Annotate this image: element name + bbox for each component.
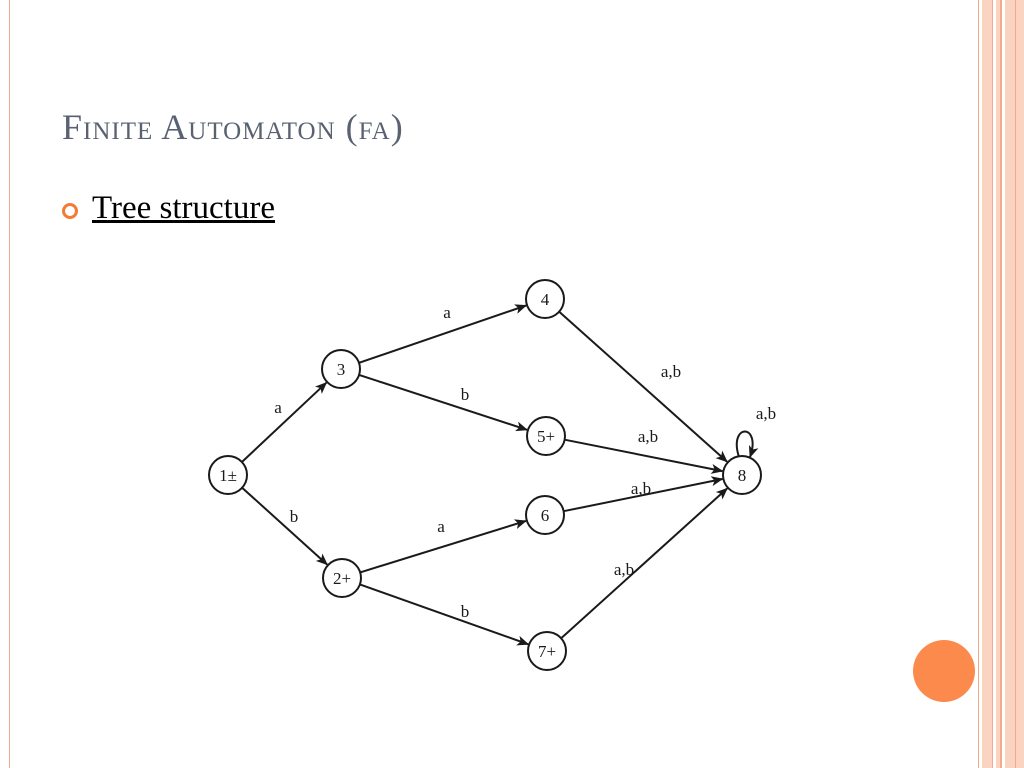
state-label: 7+: [538, 642, 556, 661]
transition-arrow: [358, 373, 528, 432]
left-border-line: [9, 0, 10, 768]
state-label: 8: [738, 466, 747, 485]
state-label: 2+: [333, 569, 351, 588]
state-label: 4: [541, 290, 550, 309]
bullet-ring-icon: [62, 202, 78, 219]
transition-arrow: [558, 310, 728, 463]
right-stripe: [1000, 0, 1002, 768]
state-circle: [526, 416, 566, 456]
transition-s7-s8: a,b: [560, 487, 728, 640]
transition-label: a: [274, 398, 282, 417]
state-circle: [525, 279, 565, 319]
slide-title: Finite Automaton (fa): [62, 107, 404, 147]
transition-label: a: [437, 517, 445, 536]
right-stripe: [982, 0, 992, 768]
transition-label: b: [461, 602, 470, 621]
decorative-orange-circle: [913, 640, 975, 702]
state-label: 5+: [537, 427, 555, 446]
transition-s5-s8: a,b: [564, 427, 724, 474]
state-s8: 8: [722, 455, 762, 495]
transition-label: b: [461, 385, 470, 404]
right-stripe: [1015, 0, 1016, 768]
transition-arrow: [359, 583, 530, 646]
transition-label: a,b: [756, 404, 776, 423]
state-s6: 6: [525, 495, 565, 535]
transition-s4-s8: a,b: [558, 310, 728, 463]
state-s7: 7+: [527, 631, 567, 671]
self-loop-arrow: [735, 430, 759, 458]
transition-s2-s6: a: [359, 517, 527, 574]
transition-arrow: [358, 304, 528, 364]
transition-arrow: [359, 519, 527, 574]
bullet-item: Tree structure: [62, 190, 275, 227]
right-stripe: [996, 0, 1000, 768]
state-label: 3: [337, 360, 346, 379]
state-circle: [208, 455, 248, 495]
state-s3: 3: [321, 349, 361, 389]
transitions-layer: a b a b a b a,b a,b a,b a,b a,b: [241, 303, 776, 646]
state-label: 1±: [219, 466, 237, 485]
transition-label: a,b: [638, 427, 658, 446]
transition-arrow: [564, 438, 724, 474]
states-layer: 1± 2+ 3 4 5+ 6 7+ 8: [208, 279, 762, 671]
transition-arrow: [241, 381, 328, 463]
state-s1: 1±: [208, 455, 248, 495]
right-stripe: [1005, 0, 1024, 768]
transition-label: a,b: [661, 362, 681, 381]
state-label: 6: [541, 506, 550, 525]
right-stripe: [992, 0, 993, 768]
right-stripe: [978, 0, 979, 768]
transition-s6-s8: a,b: [563, 476, 724, 513]
transition-label: b: [290, 507, 299, 526]
state-circle: [527, 631, 567, 671]
state-s4: 4: [525, 279, 565, 319]
transition-arrow: [563, 476, 724, 513]
transition-label: a,b: [631, 479, 651, 498]
state-circle: [322, 558, 362, 598]
transition-arrow: [560, 487, 728, 640]
state-circle: [321, 349, 361, 389]
transition-label: a: [443, 303, 451, 322]
state-circle: [525, 495, 565, 535]
transition-s3-s5: b: [358, 373, 528, 432]
transition-s1-s3: a: [241, 381, 328, 463]
state-s5: 5+: [526, 416, 566, 456]
transition-s1-s2: b: [241, 486, 328, 566]
transition-s2-s7: b: [359, 583, 530, 646]
transition-s8-s8: a,b: [735, 404, 776, 458]
state-s2: 2+: [322, 558, 362, 598]
bullet-text: Tree structure: [92, 190, 275, 226]
transition-s3-s4: a: [358, 303, 528, 364]
transition-label: a,b: [614, 560, 634, 579]
state-circle: [722, 455, 762, 495]
transition-arrow: [241, 486, 328, 566]
